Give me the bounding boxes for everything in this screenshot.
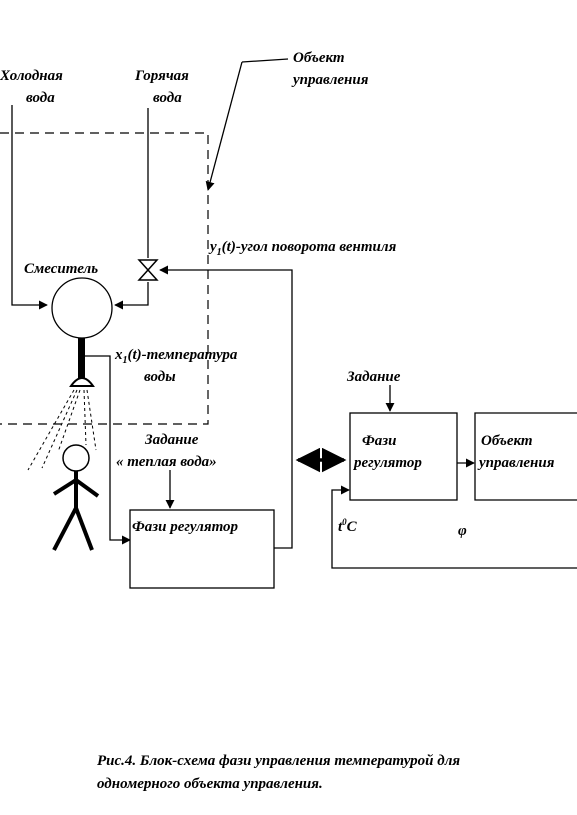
mixer-label: Смеситель xyxy=(24,261,98,277)
hot-water-label-line1: Горячая xyxy=(134,68,189,84)
temperature-signal-line xyxy=(85,355,131,545)
cold-water-label-line1: Холодная xyxy=(0,68,63,84)
mixer-icon xyxy=(51,277,113,339)
feedback-loop xyxy=(331,485,577,569)
hot-water-label-line2: вода xyxy=(153,90,182,106)
valve-control-line xyxy=(159,265,293,549)
control-object-right-label-line1: Объект xyxy=(481,433,533,449)
task-left-label-line1: Задание xyxy=(144,432,199,448)
cold-water-label-line2: вода xyxy=(26,90,55,106)
water-temperature-label-line2: воды xyxy=(144,369,176,385)
fuzzy-regulator-right-label-line2: регулятор xyxy=(352,455,422,471)
temperature-unit-label: t0C xyxy=(338,517,358,535)
fuzzy-regulator-right-label-line1: Фази xyxy=(362,433,396,449)
caption-line2: одномерного объекта управления. xyxy=(97,776,323,792)
control-object-right-box xyxy=(474,412,577,501)
fuzzy-regulator-left-box xyxy=(129,509,275,589)
shower-head-icon xyxy=(69,377,95,387)
cold-water-pipe xyxy=(11,105,48,310)
fuzzy-regulator-right-box xyxy=(349,412,458,501)
valve-angle-label: y1(t)-угол поворота вентиля xyxy=(208,239,397,258)
figure-caption: Рис.4. Блок-схема фази управления темпер… xyxy=(97,750,567,796)
control-object-right-label-line2: управления xyxy=(477,455,555,471)
hot-water-to-mixer xyxy=(114,282,149,310)
fuzzy-regulator-left-label: Фази регулятор xyxy=(132,519,239,535)
water-spray xyxy=(27,389,97,471)
phi-label: φ xyxy=(458,523,467,539)
object-boundary xyxy=(0,132,209,425)
water-temperature-label: x1(t)-температура xyxy=(114,347,238,366)
task-right-label: Задание xyxy=(346,369,401,385)
object-top-label-line2: управления xyxy=(291,72,369,88)
valve-icon xyxy=(137,259,159,281)
task-left-label-line2: « теплая вода» xyxy=(116,454,217,470)
caption-line1: Рис.4. Блок-схема фази управления темпер… xyxy=(97,753,461,769)
person-icon xyxy=(52,444,100,551)
shower-pipe xyxy=(78,338,85,378)
object-pointer-arrow xyxy=(241,58,289,63)
object-top-label-line1: Объект xyxy=(293,50,345,66)
